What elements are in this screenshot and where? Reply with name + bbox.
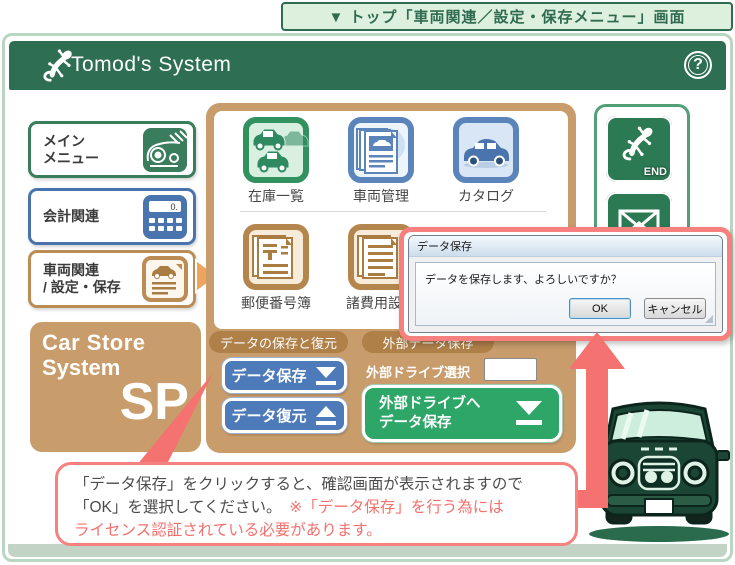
catalog-car-icon [446,117,526,183]
external-drive-input[interactable] [484,358,537,381]
cancel-button[interactable]: キャンセル [644,298,706,319]
car-illustration [583,393,735,545]
data-save-button[interactable]: データ保存 [222,358,347,393]
calculator-icon: 0. [142,194,188,240]
main-menu-car-icon [142,127,188,173]
icon-button-catalog[interactable]: カタログ [446,117,526,206]
footer-strip [8,544,727,557]
help-glyph: ? [693,56,703,73]
ok-button[interactable]: OK [569,298,631,319]
dialog-titlebar[interactable]: データ保存 [409,236,722,257]
icon-button-vehicle-management[interactable]: 車両管理 [341,117,421,206]
save-confirm-dialog: データ保存 データを保存します、よろしいですか？ OK キャンセル [408,235,723,333]
icon-button-inventory-list[interactable]: 在庫一覧 [236,117,316,206]
callout-text-line-1: 「データ保存」をクリックすると、確認画面が表示されますので [74,476,523,493]
dialog-body: データを保存します、よろしいですか？ OK キャンセル [415,262,716,326]
icon-label: カタログ [458,188,514,204]
icon-label: 車両管理 [353,188,409,204]
sidebar-item-accounting[interactable]: 会計関連 0. [28,188,196,245]
vehicle-documents-icon [341,117,421,183]
help-icon[interactable]: ? [684,51,712,79]
gecko-end-icon [618,122,660,164]
icon-label: 郵便番号簿 [241,295,311,311]
backup-section-label: データの保存と復元 [209,331,348,353]
logo-line-2: System [42,355,121,380]
dialog-title: データ保存 [417,241,472,253]
external-drive-save-button[interactable]: 外部ドライブへデータ保存 [362,385,562,442]
external-drive-select-label: 外部ドライブ選択 [366,365,471,380]
app-title: Tomod's System [71,53,232,76]
app-header: Tomod's System ? [9,41,726,90]
end-button[interactable]: END [606,116,672,182]
logo-panel: Car Store System SP [30,322,201,452]
upload-arrow-icon [314,405,338,426]
sidebar-item-label: メインメニュー [43,132,99,166]
vehicle-document-icon [142,256,188,302]
inventory-cars-icon [236,117,316,183]
icon-label: 諸費用設定 [346,295,416,311]
row-divider [240,211,546,212]
end-label: END [643,166,667,178]
page-banner-title: ▼ トップ「車両関連／設定・保存メニュー」画面 [328,9,686,26]
calc-display: 0. [170,202,178,212]
dialog-message: データを保存します、よろしいですか？ [425,274,622,286]
callout-box: 「データ保存」をクリックすると、確認画面が表示されますので 「OK」を選択してく… [55,462,578,546]
sidebar-item-vehicle-settings[interactable]: 車両関連/ 設定・保存 [28,250,196,308]
data-save-label: データ保存 [231,368,307,385]
download-arrow-icon [513,400,545,427]
page-banner: ▼ トップ「車両関連／設定・保存メニュー」画面 [281,2,733,31]
external-drive-save-label: 外部ドライブへデータ保存 [379,395,481,431]
resize-grip-icon [705,315,713,323]
icon-label: 在庫一覧 [248,188,304,204]
logo-line-1: Car Store [42,330,146,355]
sidebar-item-label: 車両関連/ 設定・保存 [43,262,121,295]
data-restore-label: データ復元 [231,408,307,425]
callout-text-line-3: ライセンス認証されている必要があります。 [74,522,382,539]
download-arrow-icon [314,366,338,386]
dialog-highlight-frame: データ保存 データを保存します、よろしいですか？ OK キャンセル [399,227,732,341]
data-restore-button[interactable]: データ復元 [222,398,347,433]
sidebar-item-main-menu[interactable]: メインメニュー [28,121,196,178]
icon-button-postal-code-book[interactable]: 郵便番号簿 [236,224,316,313]
callout-text-line-2: 「OK」を選択してください。 ※「データ保存」を行う為には [74,499,504,516]
postal-document-icon [236,224,316,290]
logo-line-3: SP [119,373,189,431]
sidebar-item-label: 会計関連 [43,208,99,224]
